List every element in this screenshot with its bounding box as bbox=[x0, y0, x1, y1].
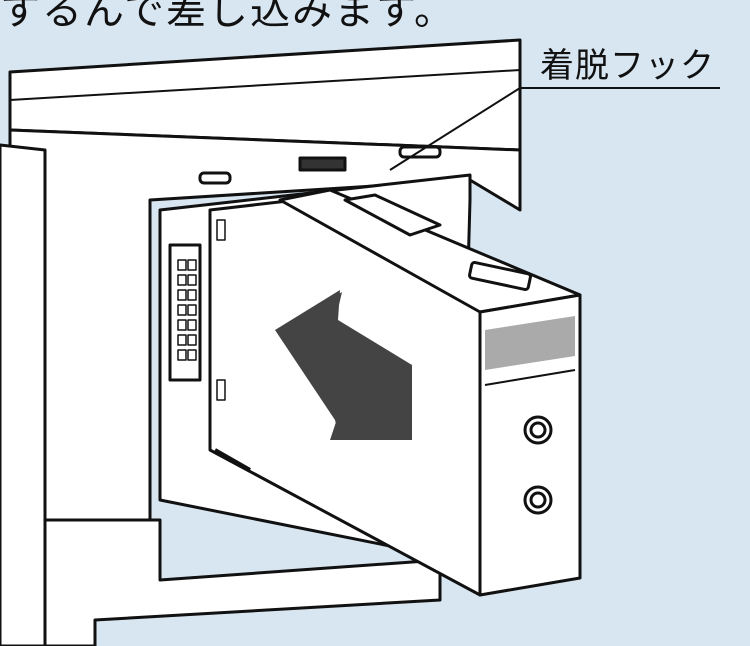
drive-front-face bbox=[478, 293, 582, 597]
circle-button-icon-top-inner bbox=[529, 421, 547, 439]
bay-rail bbox=[214, 448, 251, 472]
drive-latch bbox=[343, 193, 442, 237]
case-left-side bbox=[0, 143, 47, 646]
case-lower-shelf bbox=[43, 518, 442, 646]
drive-front-divider bbox=[484, 369, 576, 386]
top-slot-middle bbox=[298, 156, 347, 172]
connector-pins bbox=[177, 259, 197, 361]
insert-arrow-body-icon bbox=[278, 292, 412, 440]
case-top-edge-line bbox=[9, 69, 521, 101]
circle-button-icon-bottom-inner bbox=[529, 491, 547, 509]
callout-leader bbox=[389, 87, 720, 171]
caption-text-fragment: するんで差し込みます。 bbox=[0, 0, 456, 34]
bay-clip-lower bbox=[216, 379, 226, 401]
top-slot-left bbox=[198, 171, 232, 185]
drive-top-slot bbox=[468, 260, 532, 292]
drive-front-band bbox=[485, 316, 575, 370]
callout-label-detach-hook: 着脱フック bbox=[540, 46, 715, 86]
bay-clip-upper bbox=[216, 219, 226, 241]
